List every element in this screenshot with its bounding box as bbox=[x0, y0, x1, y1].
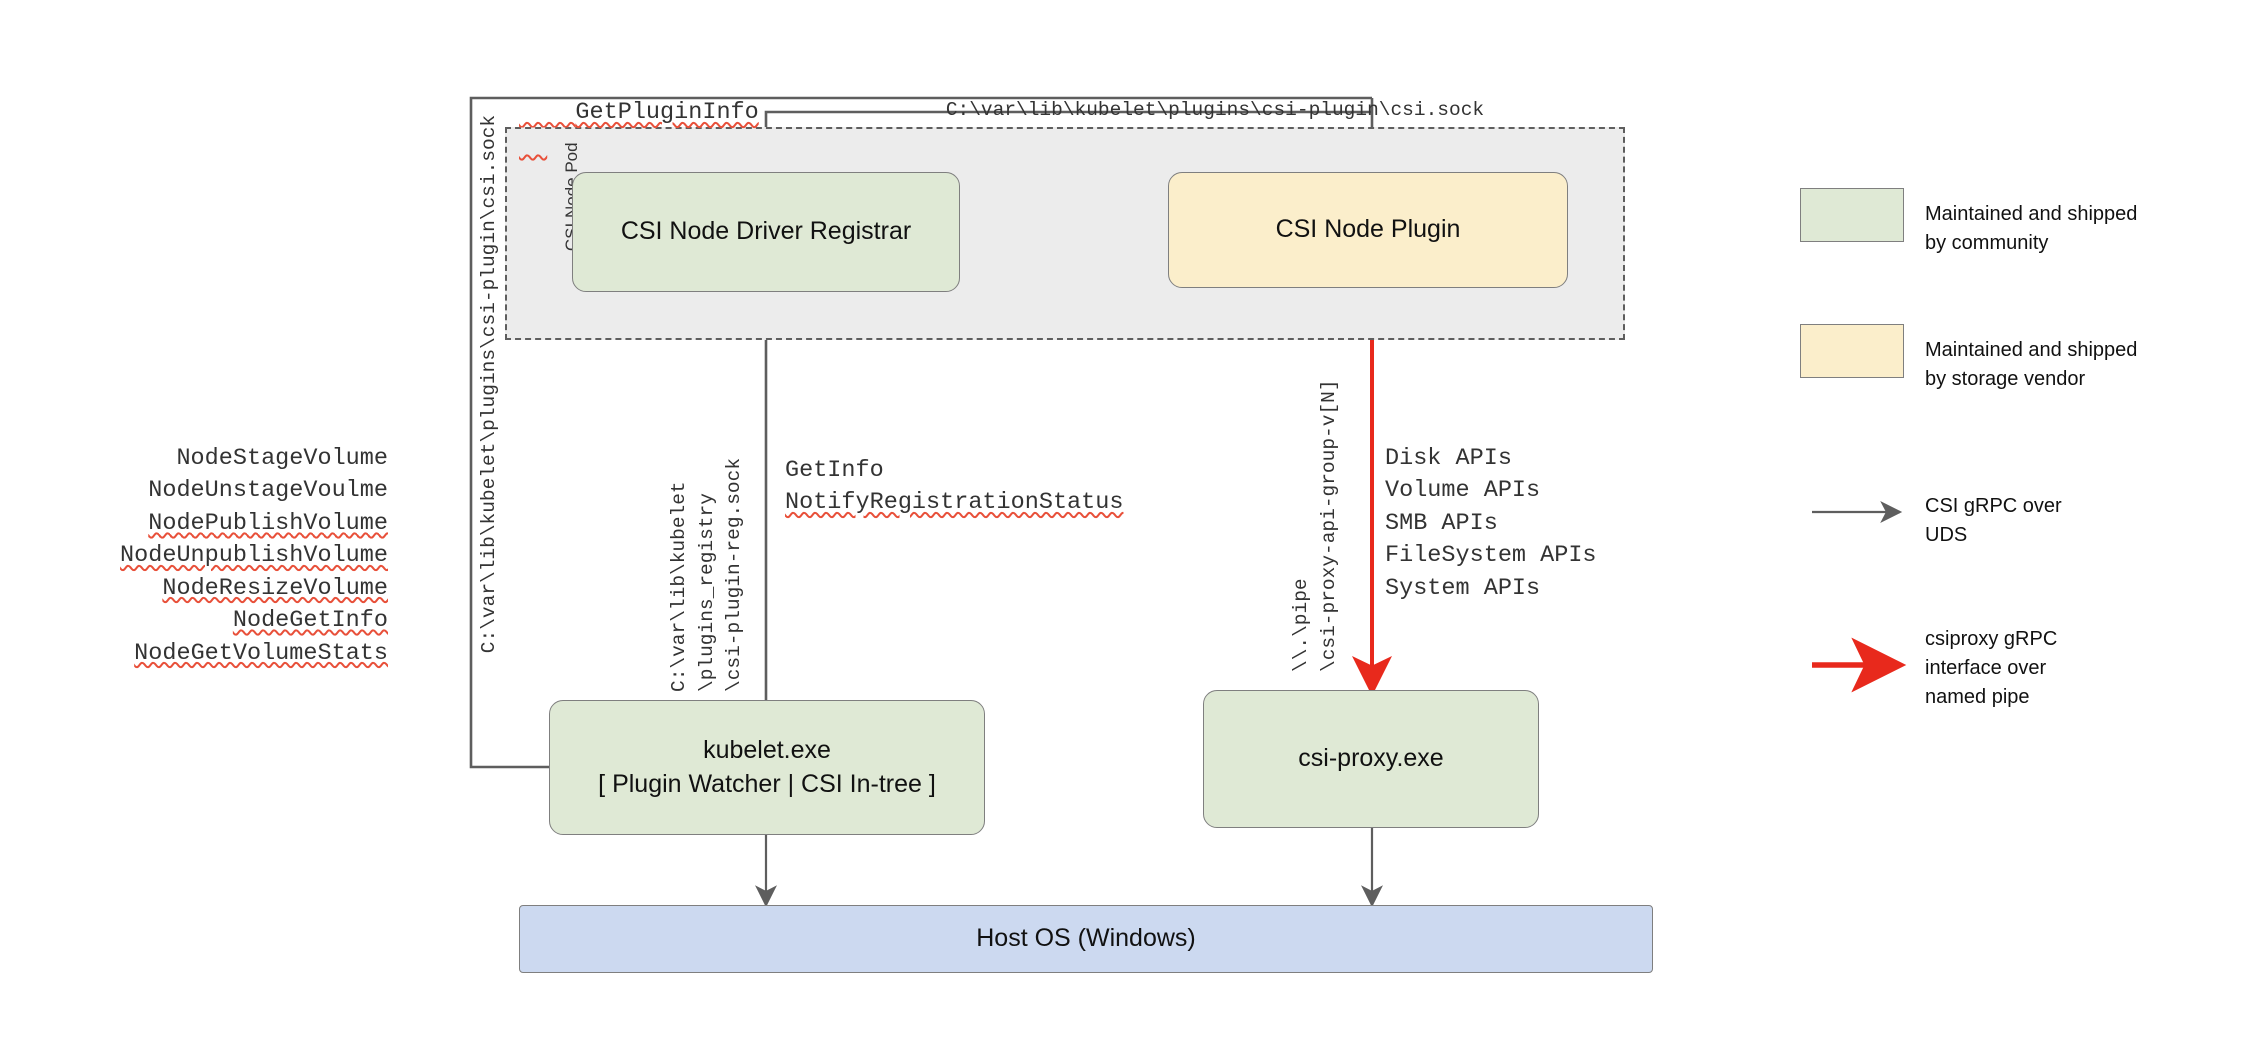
legend-swatch-community bbox=[1800, 188, 1904, 242]
legend-line-3: named pipe bbox=[1925, 686, 2030, 708]
label-csi-sock-path-top: C:\var\lib\kubelet\plugins\csi-plugin\cs… bbox=[945, 98, 1485, 121]
legend-line-1: CSI gRPC over bbox=[1925, 495, 2062, 517]
node-label: CSI Node Driver Registrar bbox=[620, 217, 912, 246]
node-call-4: NodeResizeVolume bbox=[162, 574, 388, 602]
proxy-api-3: FileSystem APIs bbox=[1385, 542, 1597, 570]
node-csi-node-driver-registrar[interactable]: CSI Node Driver Registrar bbox=[572, 172, 960, 292]
legend-line-2: by storage vendor bbox=[1925, 368, 2086, 390]
label-proxy-apis: Disk APIs Volume APIs SMB APIs FileSyste… bbox=[1385, 443, 1597, 605]
proxy-api-4: System APIs bbox=[1385, 574, 1541, 602]
node-label: CSI Node Plugin bbox=[1275, 215, 1461, 244]
node-call-3: NodeUnpublishVolume bbox=[120, 542, 388, 570]
label-get-plugin-info: GetPluginInfo bbox=[575, 99, 759, 127]
legend-swatch-vendor bbox=[1800, 324, 1904, 378]
node-csi-proxy-exe[interactable]: csi-proxy.exe bbox=[1203, 690, 1539, 828]
node-label: Host OS (Windows) bbox=[976, 924, 1196, 953]
legend-line-1: csiproxy gRPC bbox=[1925, 628, 2058, 650]
label-node-service-calls: NodeStageVolume NodeUnstageVoulme NodePu… bbox=[96, 443, 388, 670]
kubelet-line-1: kubelet.exe bbox=[703, 735, 831, 764]
node-host-os[interactable]: Host OS (Windows) bbox=[519, 905, 1653, 973]
registration-call-notify-registration-status: NotifyRegistrationStatus bbox=[785, 489, 1124, 517]
registry-sock-line-2: \plugins_registry bbox=[695, 493, 718, 692]
node-call-2: NodePublishVolume bbox=[148, 509, 388, 537]
legend-line-1: Maintained and shipped bbox=[1925, 203, 2138, 225]
node-call-6: NodeGetVolumeStats bbox=[134, 639, 388, 667]
label-registry-sock: C:\var\lib\kubelet \plugins_registry \cs… bbox=[666, 458, 749, 692]
label-csi-sock-path-left: C:\var\lib\kubelet\plugins\csi-plugin\cs… bbox=[477, 114, 500, 654]
legend-text-csi-grpc-uds: CSI gRPC over UDS bbox=[1925, 492, 2062, 550]
node-call-1: NodeUnstageVoulme bbox=[148, 477, 388, 505]
registry-sock-line-3: \csi-plugin-reg.sock bbox=[723, 457, 746, 692]
named-pipe-line-2: \csi-proxy-api-group-v[N] bbox=[1317, 379, 1340, 672]
registry-sock-line-1: C:\var\lib\kubelet bbox=[668, 481, 690, 692]
node-call-5: NodeGetInfo bbox=[232, 607, 388, 635]
registration-call-get-info: GetInfo bbox=[785, 457, 884, 484]
legend-text-csiproxy-grpc-pipe: csiproxy gRPC interface over named pipe bbox=[1925, 625, 2057, 712]
node-kubelet-exe[interactable]: kubelet.exe [ Plugin Watcher | CSI In-tr… bbox=[549, 700, 985, 835]
proxy-api-0: Disk APIs bbox=[1385, 445, 1512, 472]
label-registration-calls: GetInfo NotifyRegistrationStatus bbox=[785, 455, 1123, 520]
proxy-api-1: Volume APIs bbox=[1385, 477, 1541, 505]
legend-line-2: UDS bbox=[1925, 524, 1968, 546]
node-csi-node-plugin[interactable]: CSI Node Plugin bbox=[1168, 172, 1568, 288]
legend-line-2: by community bbox=[1925, 232, 2049, 254]
legend-line-1: Maintained and shipped bbox=[1925, 339, 2138, 361]
legend-text-vendor: Maintained and shipped by storage vendor bbox=[1925, 336, 2137, 394]
node-label: csi-proxy.exe bbox=[1298, 744, 1444, 773]
named-pipe-line-1: \\.\pipe bbox=[1290, 578, 1312, 672]
label-named-pipe: \\.\pipe \csi-proxy-api-group-v[N] bbox=[1288, 379, 1343, 672]
proxy-api-2: SMB APIs bbox=[1385, 509, 1498, 537]
legend-text-community: Maintained and shipped by community bbox=[1925, 200, 2137, 258]
node-call-0: NodeStageVolume bbox=[176, 445, 388, 472]
legend-line-2: interface over bbox=[1925, 657, 2047, 679]
kubelet-line-2: [ Plugin Watcher | CSI In-tree ] bbox=[598, 769, 936, 798]
